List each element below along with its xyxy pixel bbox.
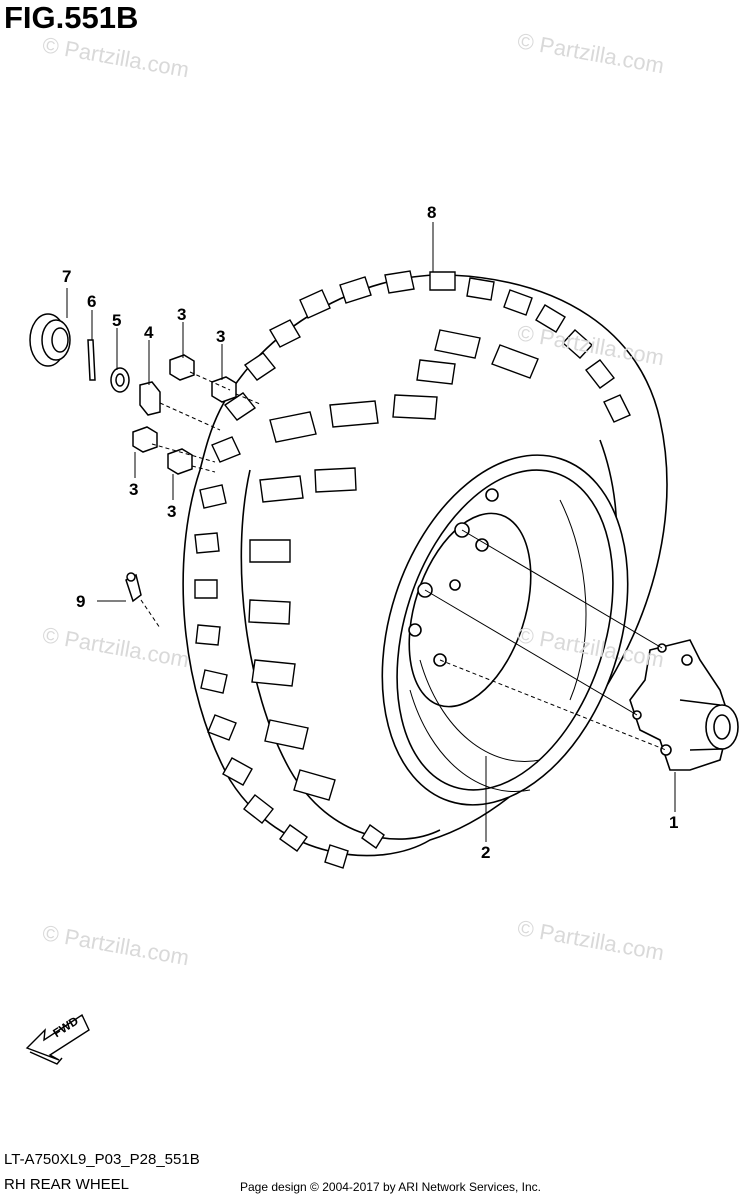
- callout-9[interactable]: 9: [76, 592, 86, 611]
- callout-3[interactable]: 3: [167, 502, 177, 521]
- tire-tread: [194, 270, 631, 869]
- valve-stem[interactable]: [125, 572, 142, 603]
- figure-title: FIG.551B: [4, 0, 139, 35]
- hub-fasteners[interactable]: [29, 313, 161, 416]
- callout-1[interactable]: 1: [669, 813, 679, 832]
- callout-8[interactable]: 8: [427, 203, 437, 222]
- callout-4[interactable]: 4: [144, 323, 154, 342]
- callout-3[interactable]: 3: [216, 327, 226, 346]
- fwd-arrow-icon: [25, 1013, 90, 1065]
- callout-2[interactable]: 2: [481, 843, 491, 862]
- callout-5[interactable]: 5: [112, 311, 122, 330]
- callout-6[interactable]: 6: [87, 292, 97, 311]
- wheel-nuts[interactable]: [132, 354, 237, 475]
- copyright-notice: Page design © 2004-2017 by ARI Network S…: [240, 1180, 542, 1194]
- diagram-code: LT-A750XL9_P03_P28_551B: [4, 1151, 200, 1168]
- leader-lines: [66, 222, 676, 842]
- callout-7[interactable]: 7: [62, 267, 72, 286]
- callout-3[interactable]: 3: [177, 305, 187, 324]
- diagram-name: RH REAR WHEEL: [4, 1176, 130, 1193]
- wheel-rim[interactable]: [340, 423, 670, 836]
- callout-3[interactable]: 3: [129, 480, 139, 499]
